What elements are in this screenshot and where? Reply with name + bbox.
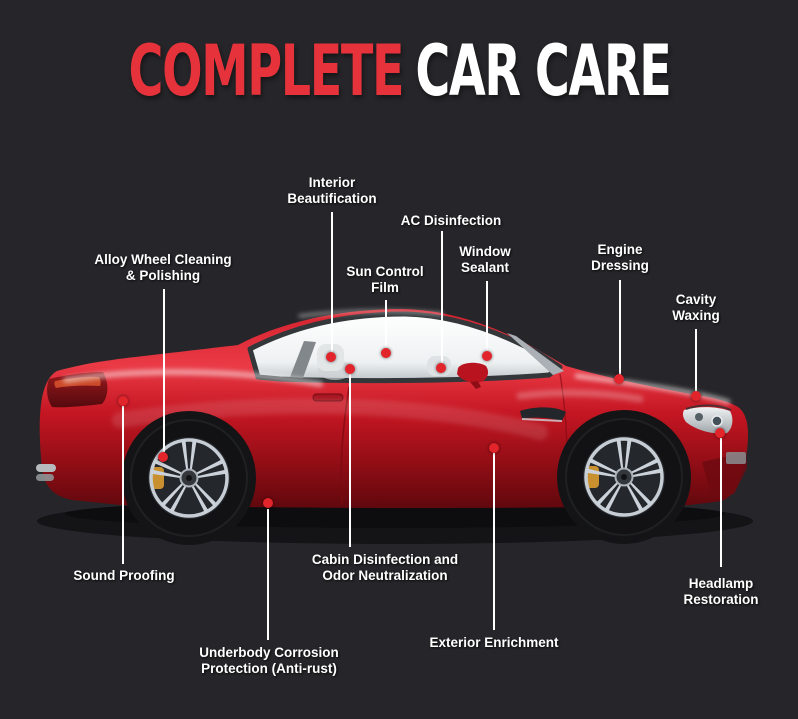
callout-dot-alloy-wheel-cleaning-polishing — [158, 452, 168, 462]
callout-dot-sound-proofing — [118, 396, 128, 406]
callout-dot-exterior-enrichment — [489, 443, 499, 453]
callout-dot-window-sealant — [482, 351, 492, 361]
callout-label-exterior-enrichment: Exterior Enrichment — [429, 635, 559, 650]
callout-line-sound-proofing — [122, 406, 124, 564]
callout-line-exterior-enrichment — [493, 453, 495, 630]
callout-dot-headlamp-restoration — [715, 428, 725, 438]
callout-dot-cavity-waxing — [691, 391, 701, 401]
callout-line-interior-beautification — [331, 212, 333, 353]
callout-label-alloy-wheel-cleaning-polishing: Alloy Wheel Cleaning& Polishing — [94, 252, 232, 283]
callout-dot-sun-control-film — [381, 348, 391, 358]
callout-label-sound-proofing: Sound Proofing — [73, 568, 175, 583]
callout-dot-ac-disinfection — [436, 363, 446, 373]
callout-line-ac-disinfection — [441, 231, 443, 364]
callout-line-window-sealant — [486, 281, 488, 352]
callout-line-cavity-waxing — [695, 329, 697, 392]
title-rest: CAR CARE — [414, 30, 671, 112]
title-highlight: COMPLETE — [128, 30, 404, 112]
callout-line-cabin-disinfection-odor-neutralization — [349, 374, 351, 547]
callout-line-underbody-corrosion-protection — [267, 509, 269, 640]
callout-dot-interior-beautification — [326, 352, 336, 362]
callout-line-alloy-wheel-cleaning-polishing — [163, 289, 165, 452]
callout-dot-underbody-corrosion-protection — [263, 498, 273, 508]
callout-dot-engine-dressing — [614, 374, 624, 384]
callout-line-sun-control-film — [385, 300, 387, 349]
callout-dot-cabin-disinfection-odor-neutralization — [345, 364, 355, 374]
callout-label-ac-disinfection: AC Disinfection — [400, 213, 502, 228]
callout-line-headlamp-restoration — [720, 438, 722, 567]
callout-line-engine-dressing — [619, 280, 621, 375]
